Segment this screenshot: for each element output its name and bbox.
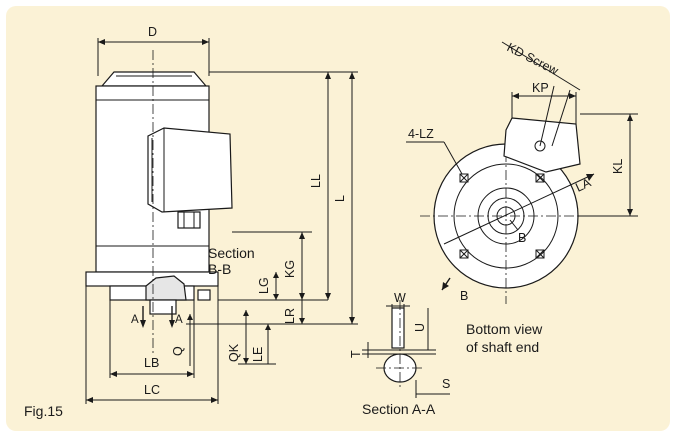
section-aa-view: W U T S Section A-A — [349, 291, 450, 417]
dim-kd-label: KD Screw — [505, 40, 562, 78]
bolt-holes — [459, 173, 545, 259]
section-mark-b-center: B — [518, 231, 526, 245]
bottom-view: KD Screw KP KL LA 4-LZ B B Bottom view o… — [406, 40, 638, 355]
dim-q-label: Q — [171, 346, 185, 356]
bottom-view-caption-1: Bottom view — [466, 321, 543, 337]
dim-le-label: LE — [251, 347, 265, 362]
dim-t-label: T — [349, 350, 363, 358]
bottom-view-caption-2: of shaft end — [466, 339, 539, 355]
shaft-section — [145, 275, 187, 301]
dim-lb-label: LB — [144, 356, 159, 370]
dim-qk-label: QK — [227, 343, 241, 362]
dim-s-label: S — [442, 377, 450, 391]
fan-cover — [100, 71, 208, 87]
section-bb-label: Section — [208, 245, 255, 261]
key-profile — [391, 307, 405, 349]
section-aa-caption: Section A-A — [362, 401, 436, 417]
motor-drawing: D A A Section B-B — [24, 25, 638, 419]
dim-lc-label: LC — [144, 383, 160, 397]
dim-w-label: W — [394, 291, 406, 305]
figure-label: Fig.15 — [24, 403, 63, 419]
dim-la-label: LA — [573, 175, 593, 194]
section-mark-b-lower: B — [460, 289, 468, 303]
dim-u-label: U — [413, 323, 427, 332]
dim-kg-label: KG — [283, 260, 297, 278]
section-arrow-a-left: A — [131, 314, 139, 326]
dim-l-label: L — [333, 195, 347, 202]
dim-lr-label: LR — [283, 308, 297, 324]
dim-kl-label: KL — [611, 159, 625, 174]
cable-gland — [177, 211, 201, 229]
section-bb-name: B-B — [208, 261, 231, 277]
shaft-end — [149, 299, 177, 315]
dim-ll-label: LL — [309, 174, 323, 188]
terminal-box — [147, 127, 233, 213]
dim-lg-label: LG — [257, 277, 271, 294]
dim-d-label: D — [148, 25, 157, 39]
dim-lz-label: 4-LZ — [408, 127, 434, 141]
drawing-frame: D A A Section B-B — [6, 6, 670, 431]
dim-kp-label: KP — [532, 81, 549, 95]
side-view: D A A Section B-B — [85, 25, 358, 404]
section-arrow-a-right: A — [175, 314, 183, 326]
